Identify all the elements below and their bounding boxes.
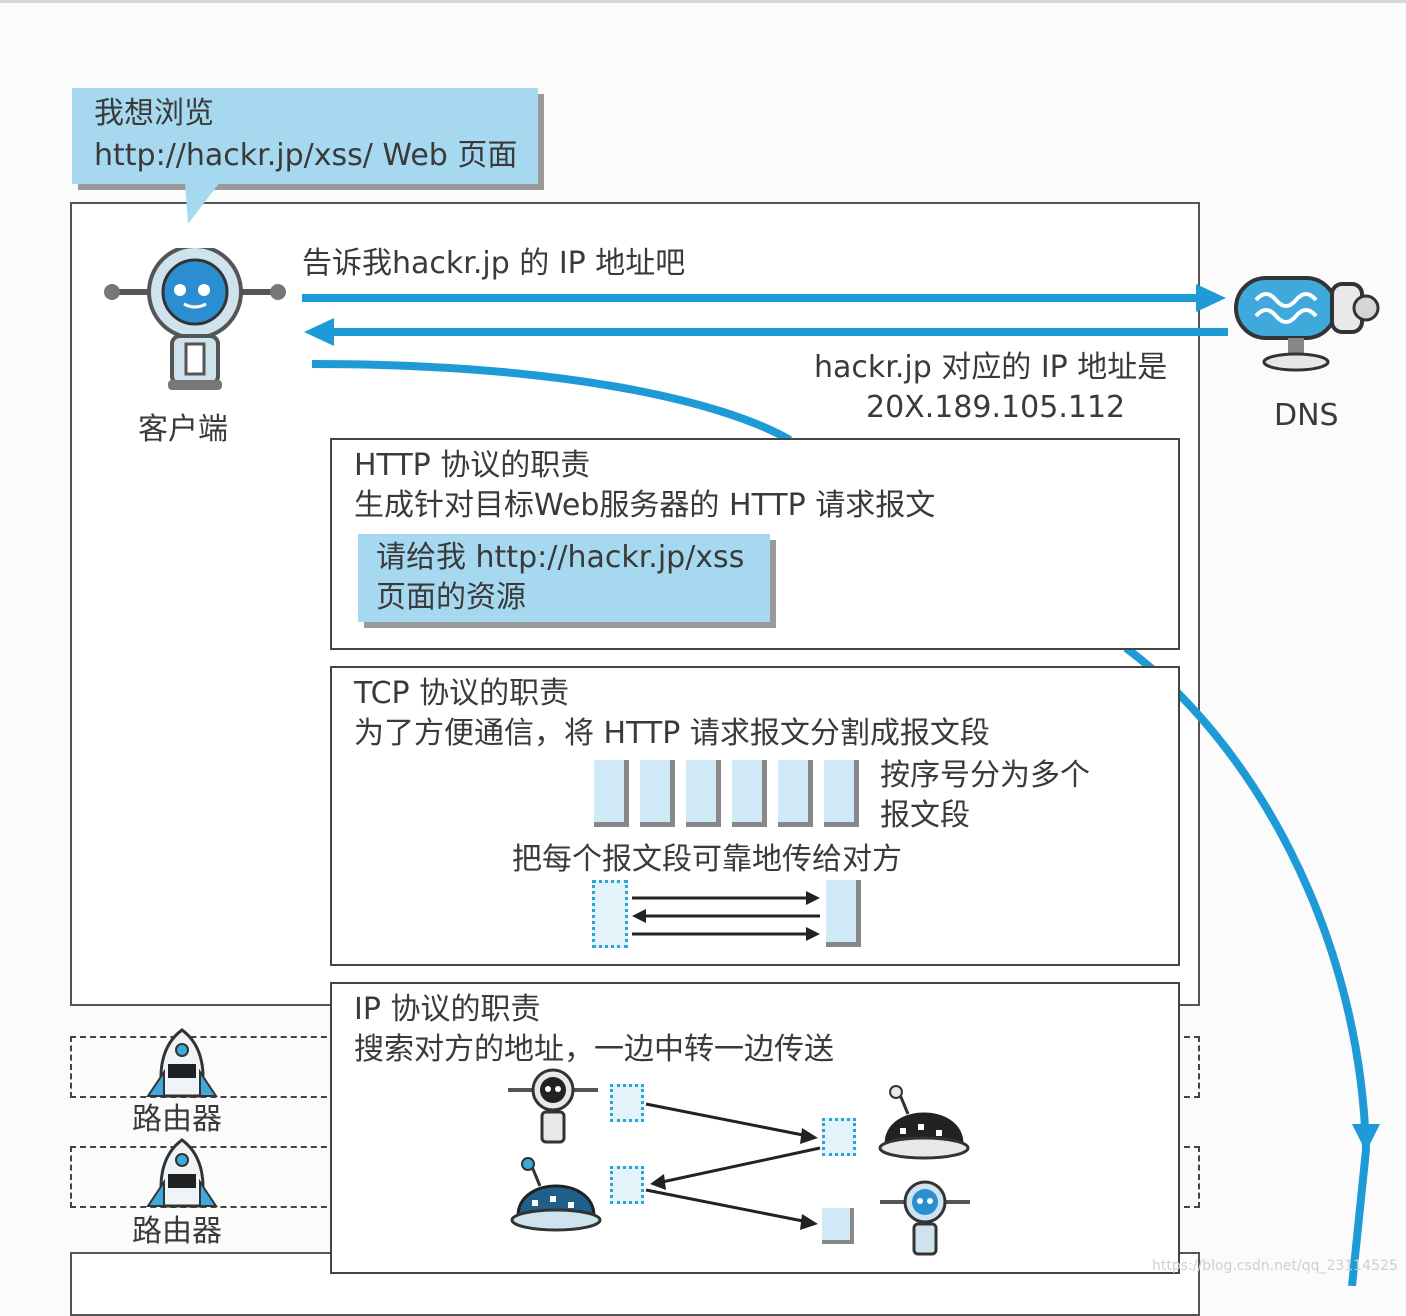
dns-arrows: [302, 284, 1228, 346]
router-icon: [146, 1028, 218, 1098]
client-label: 客户端: [138, 412, 228, 447]
http-request-message: 请给我 http://hackr.jp/xss 页面的资源: [358, 534, 770, 622]
packet: [822, 1208, 854, 1244]
reliable-note: 把每个报文段可靠地传给对方: [512, 842, 902, 877]
sender-segment: [592, 880, 628, 948]
dns-response-line2: 20X.189.105.112: [866, 390, 1126, 425]
receiver-robot-icon: [880, 1180, 970, 1256]
http-title: HTTP 协议的职责: [354, 448, 591, 483]
ip-route-arrows: [645, 1102, 821, 1230]
packet: [610, 1166, 644, 1204]
http-layer-box: HTTP 协议的职责 生成针对目标Web服务器的 HTTP 请求报文 请给我 h…: [330, 438, 1180, 650]
dns-server-icon: [1234, 276, 1380, 372]
ip-layer-box: IP 协议的职责 搜索对方的地址，一边中转一边传送: [330, 982, 1180, 1274]
receiver-segment: [826, 880, 861, 947]
tcp-title: TCP 协议的职责: [354, 676, 570, 711]
top-border: [0, 0, 1406, 3]
tcp-description: 为了方便通信，将 HTTP 请求报文分割成报文段: [354, 716, 990, 751]
segments-note-line2: 报文段: [880, 798, 970, 833]
tcp-layer-box: TCP 协议的职责 为了方便通信，将 HTTP 请求报文分割成报文段 按序号分为…: [330, 666, 1180, 966]
dns-label: DNS: [1274, 398, 1339, 433]
tcp-exchange-arrows: [632, 891, 820, 941]
http-message-line2: 页面的资源: [376, 580, 526, 615]
router-icon: [146, 1138, 218, 1208]
dns-response-line1: hackr.jp 对应的 IP 地址是: [814, 350, 1168, 385]
segments-note-line1: 按序号分为多个: [880, 758, 1090, 793]
packet: [822, 1118, 856, 1156]
bubble-tail: [185, 182, 220, 224]
bubble-line1: 我想浏览: [94, 96, 214, 131]
dome-node-icon: [878, 1085, 970, 1160]
segment: [686, 760, 721, 827]
segment: [824, 760, 859, 827]
segment: [778, 760, 813, 827]
router-label-2: 路由器: [132, 1214, 222, 1249]
dns-request-text: 告诉我hackr.jp 的 IP 地址吧: [302, 246, 686, 281]
ip-description: 搜索对方的地址，一边中转一边传送: [354, 1032, 834, 1067]
watermark: https://blog.csdn.net/qq_23114525: [1152, 1258, 1398, 1274]
http-message-line1: 请给我 http://hackr.jp/xss: [376, 540, 745, 575]
bubble-line2: http://hackr.jp/xss/ Web 页面: [94, 138, 518, 173]
http-description: 生成针对目标Web服务器的 HTTP 请求报文: [354, 488, 936, 523]
packet: [610, 1084, 644, 1122]
segment: [640, 760, 675, 827]
ip-title: IP 协议的职责: [354, 992, 541, 1027]
router-label-1: 路由器: [132, 1102, 222, 1137]
small-robot-icon: [508, 1068, 598, 1144]
speech-bubble: 我想浏览 http://hackr.jp/xss/ Web 页面: [72, 88, 538, 184]
segment: [594, 760, 629, 827]
client-robot-icon: [104, 248, 286, 390]
dome-node-icon: [510, 1157, 602, 1232]
segment: [732, 760, 767, 827]
